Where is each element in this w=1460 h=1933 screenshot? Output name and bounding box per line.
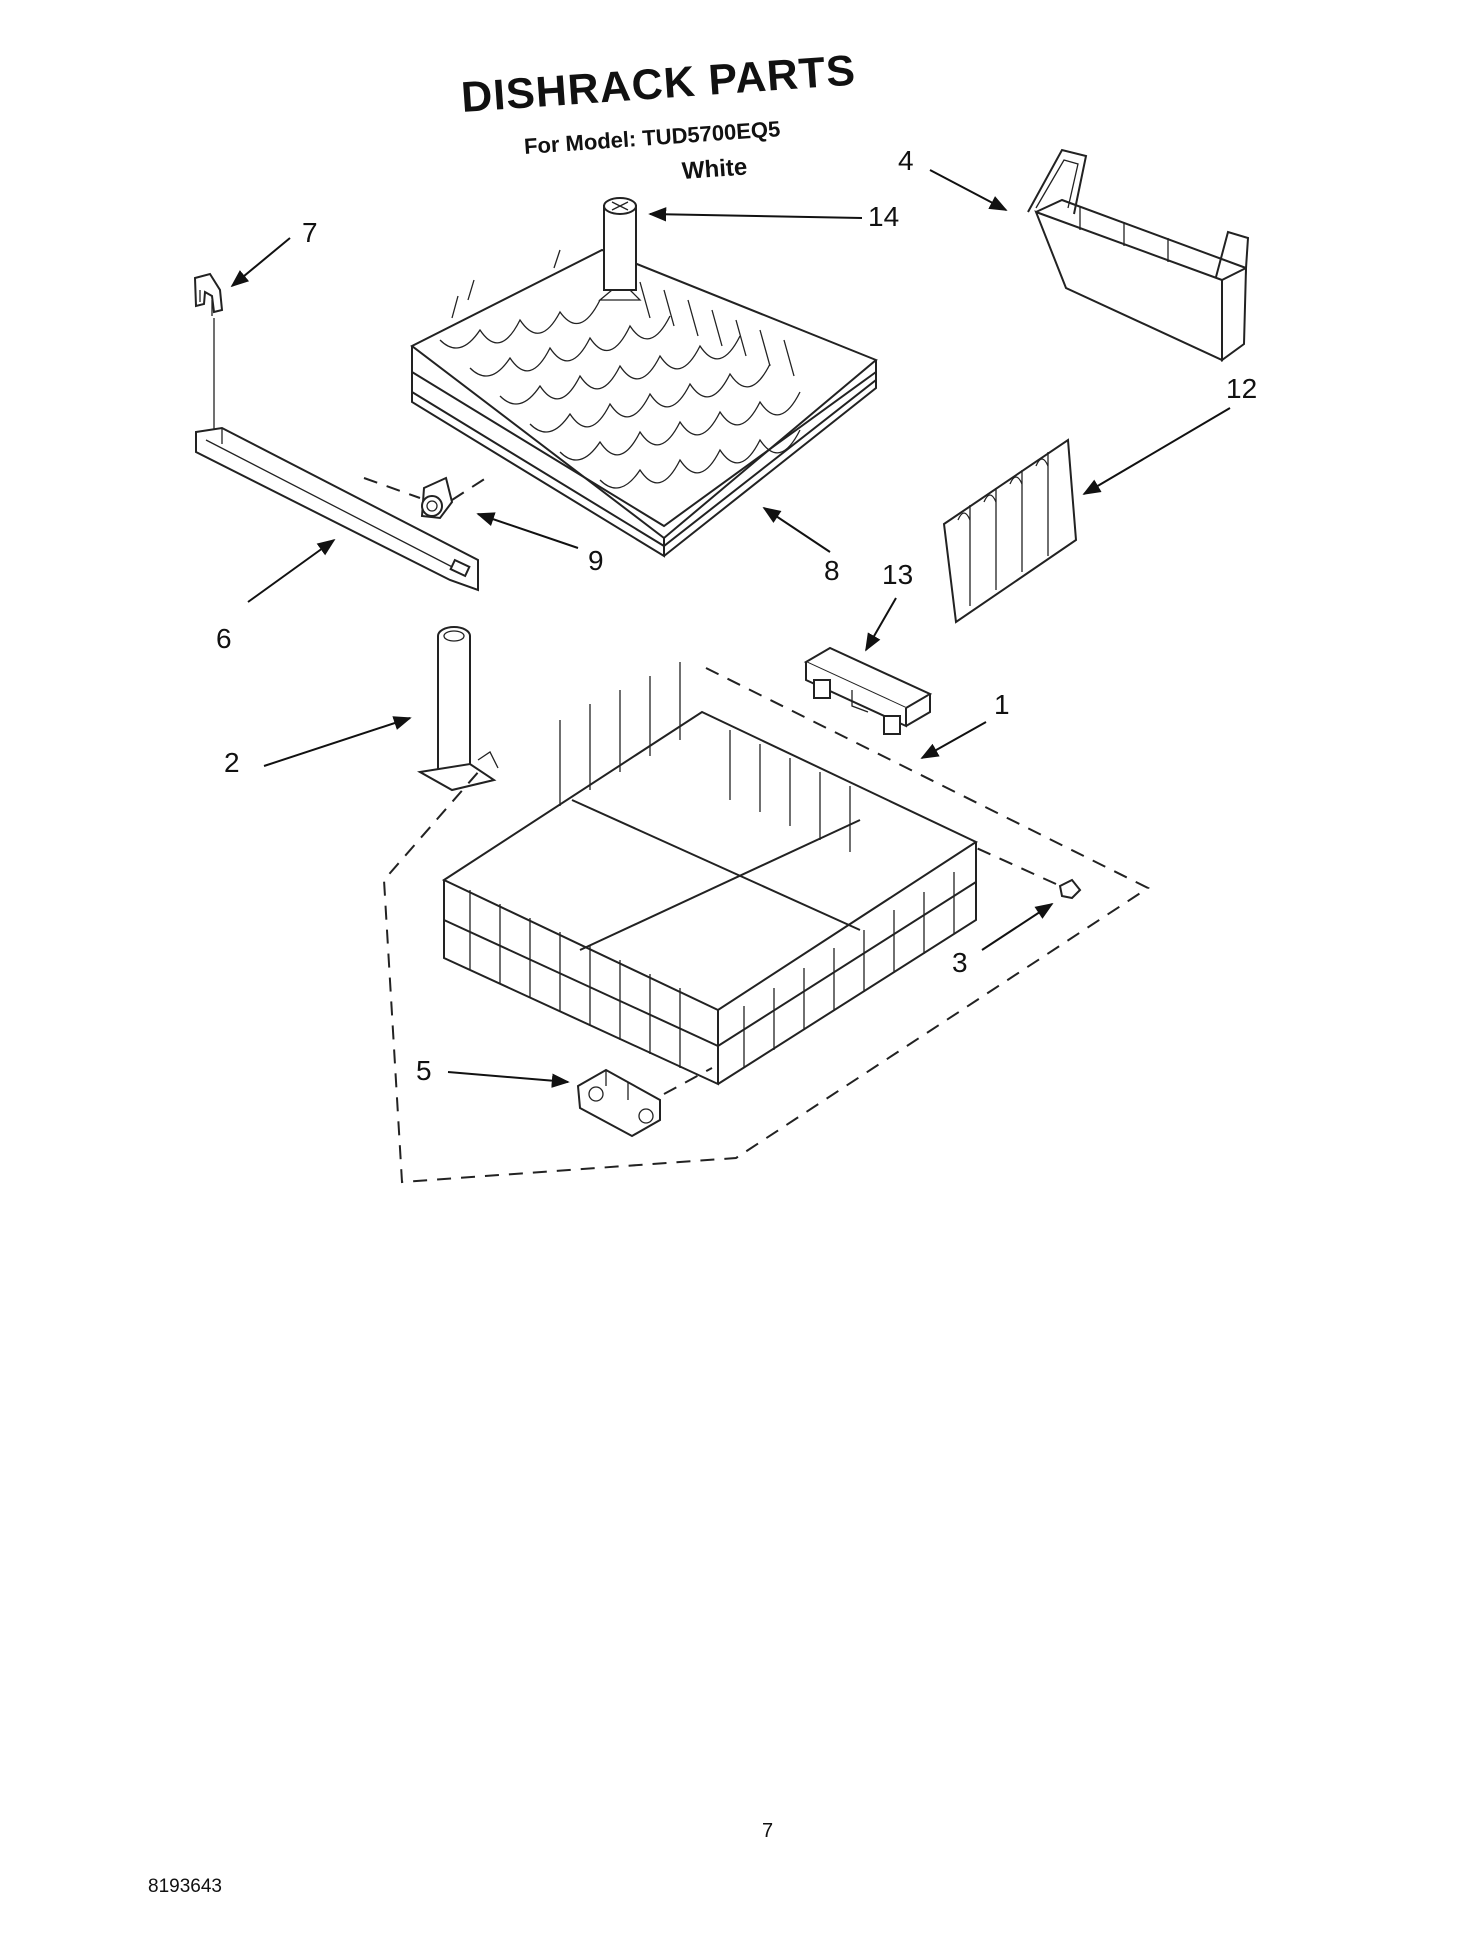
- callout-1: 1: [994, 689, 1010, 720]
- callout-6: 6: [216, 623, 232, 654]
- basket-insert-part-12: [942, 438, 1078, 624]
- roller-part-9: [363, 476, 487, 520]
- callout-labels: 7 14 4 12 6 9 8 13 1 2 3 5: [216, 145, 1257, 1086]
- assembly-outline: [382, 667, 1151, 1184]
- callout-12: 12: [1226, 373, 1257, 404]
- callout-14: 14: [868, 201, 899, 232]
- rack-stop-part-13: [803, 646, 933, 735]
- rail-clip-part-7: [193, 272, 224, 430]
- callout-8: 8: [824, 555, 840, 586]
- callout-3: 3: [952, 947, 968, 978]
- upper-rack-part-8: [410, 197, 878, 558]
- rail-part-6: [195, 426, 479, 592]
- callout-9: 9: [588, 545, 604, 576]
- document-number: 8193643: [148, 1876, 222, 1897]
- leader-lines: [230, 169, 1231, 1088]
- callout-7: 7: [302, 217, 318, 248]
- silverware-basket-part-5: [1027, 148, 1250, 362]
- callout-4: 5: [416, 1055, 432, 1086]
- callout-2: 2: [224, 747, 240, 778]
- page-number: 7: [762, 1820, 774, 1842]
- wheel-part-3: [971, 845, 1082, 900]
- rack-roller-part-4: [576, 1067, 713, 1138]
- callout-5: 4: [898, 145, 914, 176]
- tube-part-2: [417, 626, 499, 792]
- lower-rack-part-1: [441, 662, 979, 1086]
- callout-13: 13: [882, 559, 913, 590]
